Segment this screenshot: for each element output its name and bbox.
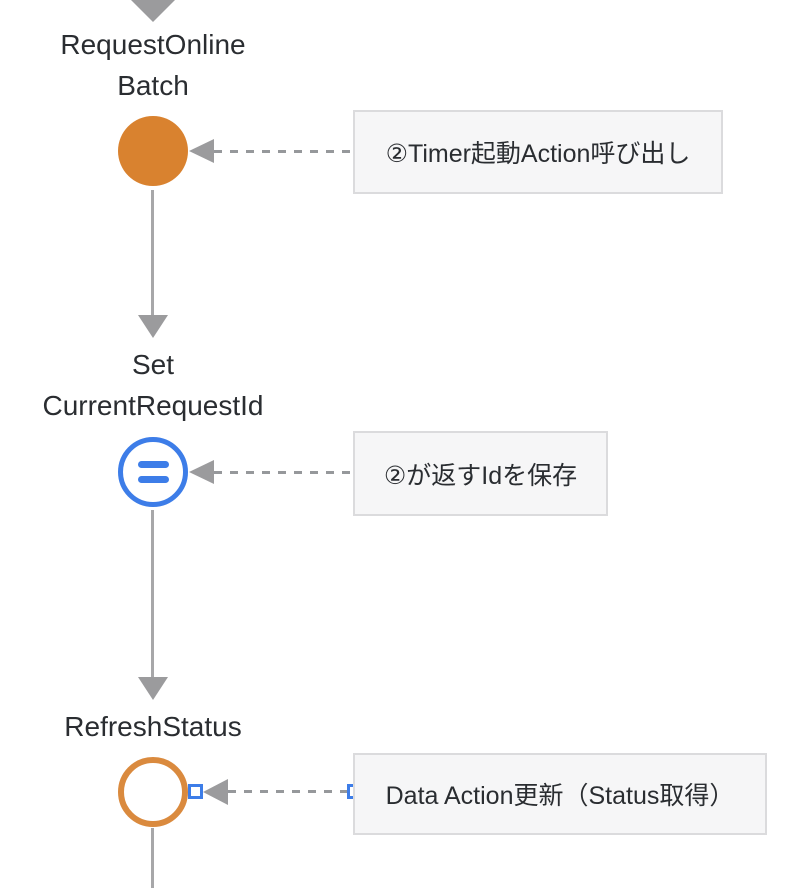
node-label-line1: RefreshStatus bbox=[64, 711, 242, 742]
comment-connector-1[interactable] bbox=[214, 150, 353, 153]
connector-arrowhead-icon bbox=[189, 139, 214, 163]
flow-connector-2[interactable] bbox=[151, 510, 154, 677]
connector-arrowhead-icon bbox=[203, 779, 228, 805]
comment-box-save-id[interactable]: ②が返すIdを保存 bbox=[353, 431, 608, 516]
node-label-line1: RequestOnline bbox=[60, 29, 246, 60]
node-label-line2: Batch bbox=[117, 70, 189, 101]
connector-endpoint-handle[interactable] bbox=[188, 784, 203, 799]
comment-connector-2[interactable] bbox=[214, 471, 353, 474]
comment-box-timer[interactable]: ②Timer起動Action呼び出し bbox=[353, 110, 723, 194]
node-refresh-status[interactable] bbox=[118, 757, 188, 827]
flow-arrow-down-icon bbox=[138, 315, 168, 338]
assign-icon bbox=[137, 461, 169, 483]
node-request-online-batch[interactable] bbox=[118, 116, 188, 186]
node-label-refresh-status: RefreshStatus bbox=[0, 706, 306, 747]
flow-connector-3[interactable] bbox=[151, 828, 154, 888]
node-label-line1: Set bbox=[131, 349, 175, 380]
flow-arrow-down-icon bbox=[131, 0, 175, 22]
comment-text: Data Action更新（Status取得） bbox=[385, 782, 735, 810]
flow-arrow-down-icon bbox=[138, 677, 168, 700]
node-label-line2: CurrentRequestId bbox=[42, 390, 264, 421]
comment-box-data-action[interactable]: Data Action更新（Status取得） bbox=[353, 753, 767, 835]
comment-text: ②が返すIdを保存 bbox=[383, 461, 578, 490]
connector-arrowhead-icon bbox=[189, 460, 214, 484]
node-label-set-current-request-id: Set CurrentRequestId bbox=[0, 344, 306, 426]
comment-text: ②Timer起動Action呼び出し bbox=[385, 140, 691, 168]
node-label-request-online-batch: RequestOnline Batch bbox=[0, 24, 306, 106]
comment-connector-3[interactable] bbox=[228, 790, 347, 793]
node-set-current-request-id[interactable] bbox=[118, 437, 188, 507]
flow-connector-1[interactable] bbox=[151, 190, 154, 315]
